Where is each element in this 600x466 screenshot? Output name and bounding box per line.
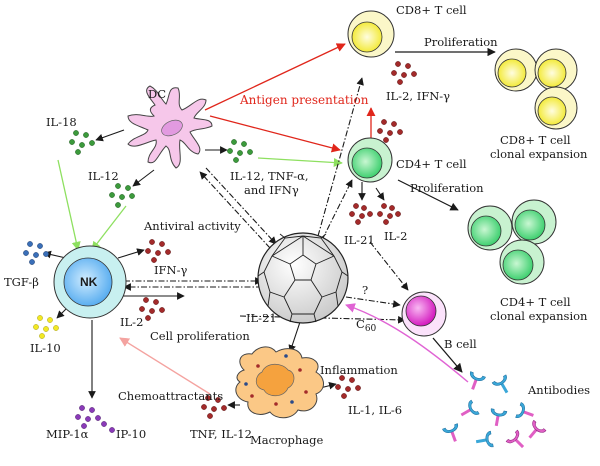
arrow-il21-right-to-bcell bbox=[369, 241, 409, 291]
arrow-nk-to-antiviral bbox=[117, 248, 145, 259]
cd4-t-cell bbox=[347, 137, 393, 183]
antibody-3 bbox=[460, 399, 480, 417]
label-cd8-clonal-line1: CD8+ T cell bbox=[500, 133, 571, 147]
label-macrophage: Macrophage bbox=[250, 433, 323, 447]
cytokine-il1-dots bbox=[335, 375, 361, 399]
arrow-c60-to-cd8 bbox=[317, 77, 364, 237]
label-il21-right: IL-21 bbox=[344, 233, 375, 247]
label-antibodies: Antibodies bbox=[527, 383, 590, 397]
arrow-c60-dc-a bbox=[199, 171, 271, 249]
arrow-dc-to-cd4 bbox=[209, 115, 341, 153]
label-b-cell: B cell bbox=[444, 337, 477, 351]
arrow-il12-to-nk bbox=[91, 205, 127, 251]
cytokine-il10-dots bbox=[33, 315, 59, 339]
label-dc: DC bbox=[148, 87, 166, 101]
label-il12-tnf-line2: and IFNγ bbox=[244, 183, 299, 197]
cd4-clonal-expansion bbox=[467, 199, 557, 285]
label-antigen-presentation: Antigen presentation bbox=[239, 93, 369, 107]
label-il1-il6: IL-1, IL-6 bbox=[348, 403, 402, 417]
label-nk: NK bbox=[80, 275, 98, 289]
label-chemoattractants: Chemoattractants bbox=[118, 389, 223, 403]
arrow-dc-to-cd8 bbox=[204, 43, 346, 111]
label-cd8-proliferation: Proliferation bbox=[424, 35, 498, 49]
label-tnf-il12: TNF, IL-12 bbox=[190, 427, 252, 441]
arrow-c60-dc-b bbox=[205, 167, 277, 245]
arrow-il18-to-nk bbox=[57, 159, 81, 251]
cytokine-cd4-dots bbox=[377, 119, 403, 143]
arrow-cd4-to-il2 bbox=[375, 187, 385, 201]
cytokine-chemo-dots bbox=[201, 395, 227, 419]
arrow-cd4-proliferation bbox=[397, 179, 459, 211]
arrow-bcell-to-antibodies bbox=[432, 337, 463, 373]
cytokine-il21-right-dots bbox=[349, 203, 373, 225]
cytokine-il2-left-dots bbox=[139, 297, 165, 321]
macrophage bbox=[235, 346, 324, 419]
label-cd4-proliferation: Proliferation bbox=[410, 181, 484, 195]
cytokine-il2-right-dots bbox=[377, 203, 401, 225]
antibody-7 bbox=[442, 423, 458, 442]
antibody-4 bbox=[490, 408, 508, 427]
arrow-c60-to-bcell bbox=[345, 296, 401, 308]
label-il12-tnf-line1: IL-12, TNF-α, bbox=[230, 169, 309, 183]
cytokine-il18-dots bbox=[69, 130, 95, 155]
arrow-tnf-to-nk bbox=[119, 337, 211, 395]
arrow-c60-to-macrophage bbox=[288, 321, 301, 353]
label-il2-ifn: IL-2, IFN-γ bbox=[386, 89, 450, 103]
label-inflammation: Inflammation bbox=[320, 363, 398, 377]
label-tgf-beta: TGF-β bbox=[4, 275, 39, 289]
cytokine-il12-left-dots bbox=[109, 183, 135, 208]
label-c60: C60 bbox=[356, 317, 377, 334]
b-cell bbox=[401, 291, 447, 337]
label-antiviral: Antiviral activity bbox=[143, 219, 241, 233]
label-il2-right: IL-2 bbox=[384, 229, 407, 243]
cytokine-mip-dots bbox=[75, 405, 115, 433]
label-il2-left: IL-2 bbox=[120, 315, 143, 329]
label-cd8-clonal-line2: clonal expansion bbox=[490, 147, 588, 161]
c60-fullerene bbox=[257, 232, 349, 324]
arrow-dc-to-il12 bbox=[132, 169, 155, 187]
cytokine-dc-right-dots bbox=[227, 139, 253, 163]
cytokine-antiviral-dots bbox=[145, 239, 171, 263]
label-cd4-clonal-line1: CD4+ T cell bbox=[500, 295, 571, 309]
label-cd8-cell: CD8+ T cell bbox=[396, 3, 467, 17]
nk-cell bbox=[53, 245, 127, 319]
label-il21-mid: IL-21 bbox=[246, 311, 277, 325]
antibodies bbox=[442, 371, 547, 449]
cd8-t-cell bbox=[347, 10, 395, 58]
cytokine-cd8-dots bbox=[391, 61, 417, 85]
antibody-9 bbox=[505, 429, 525, 449]
antibody-5 bbox=[515, 402, 534, 418]
label-ip10: IP-10 bbox=[116, 427, 146, 441]
antibody-6 bbox=[528, 419, 547, 439]
label-il18: IL-18 bbox=[46, 115, 77, 129]
label-question: ? bbox=[362, 283, 368, 297]
arrow-dc-to-il18 bbox=[95, 129, 125, 142]
cytokine-tgf-dots bbox=[23, 241, 49, 265]
dendritic-cell bbox=[127, 85, 213, 169]
arrow-dc-cytokines-to-cd4 bbox=[257, 157, 343, 168]
label-ifn-gamma: IFN-γ bbox=[154, 263, 187, 277]
arrow-c60-to-cd4 bbox=[321, 179, 353, 241]
cd8-clonal-expansion bbox=[494, 48, 578, 130]
label-cd4-cell: CD4+ T cell bbox=[396, 157, 467, 171]
label-il10: IL-10 bbox=[30, 341, 61, 355]
label-mip: MIP-1α bbox=[46, 427, 89, 441]
labels: DC IL-18 IL-12 IL-12, TNF-α, and IFNγ An… bbox=[4, 3, 590, 447]
label-cell-proliferation: Cell proliferation bbox=[150, 329, 250, 343]
antibody-2 bbox=[491, 374, 509, 394]
antibody-1 bbox=[470, 371, 486, 390]
antibody-8 bbox=[475, 430, 494, 448]
label-il12-left: IL-12 bbox=[88, 169, 119, 183]
label-cd4-clonal-line2: clonal expansion bbox=[490, 309, 588, 323]
